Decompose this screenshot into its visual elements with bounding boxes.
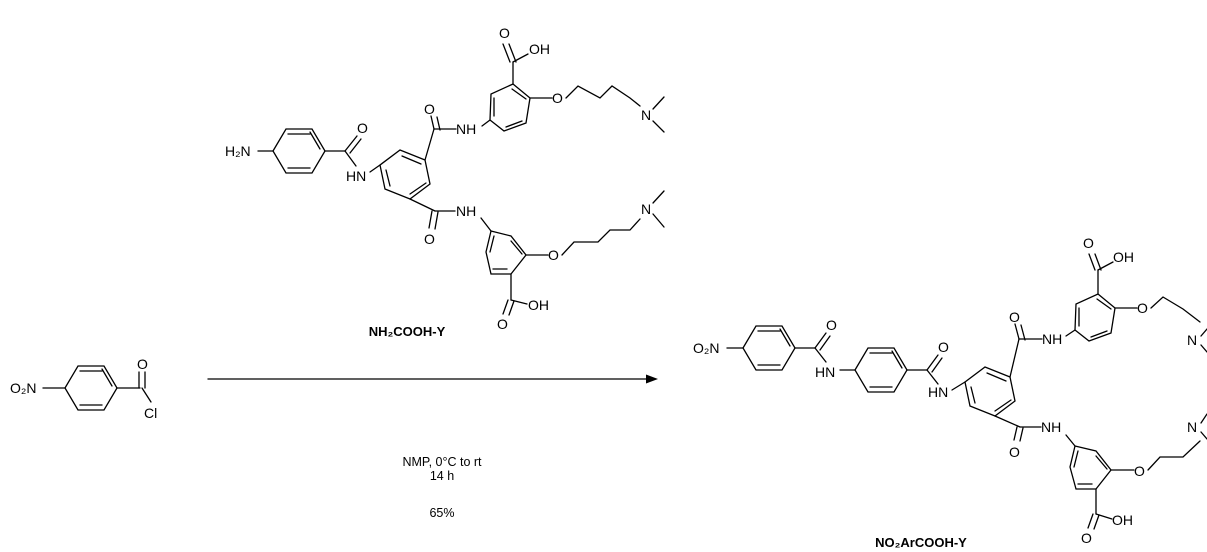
- reagent-structure-nh2cooh-y: H₂N O HN O NH O OH: [225, 25, 665, 332]
- atom-o-ether-p2: O: [1134, 463, 1145, 479]
- atom-o-amide1: O: [357, 120, 368, 136]
- atom-n-dimethyl2: N: [641, 201, 651, 217]
- atom-o2n-product: O₂N: [693, 340, 719, 356]
- atom-o-amide3: O: [424, 231, 435, 247]
- atom-oh-acid2: OH: [528, 297, 549, 313]
- conditions-solvent-temp: NMP, 0°C to rt: [402, 455, 482, 469]
- product-structure-no2arcooh-y: O₂N O HN O HN O NH: [693, 235, 1207, 546]
- atom-o-acid-p2: O: [1081, 530, 1092, 546]
- reagent-label: NH₂COOH-Y: [369, 324, 446, 339]
- product-label: NO₂ArCOOH-Y: [875, 535, 967, 550]
- atom-hn-amide-p2: HN: [928, 384, 948, 400]
- atom-nh-amide3: NH: [456, 203, 476, 219]
- atom-nh-amide2: NH: [456, 121, 476, 137]
- atom-o-amide2: O: [424, 101, 435, 117]
- conditions-yield: 65%: [429, 506, 454, 520]
- atom-o-amide-p4: O: [1009, 444, 1020, 460]
- nitrobenzoyl-chloride-structure: O₂N O Cl: [10, 356, 157, 421]
- atom-o-acid1: O: [499, 25, 510, 41]
- atom-o-amide-p2: O: [938, 339, 949, 355]
- reaction-arrow: [207, 374, 658, 384]
- atom-n-dimethyl1: N: [641, 107, 651, 123]
- atom-o2n-reagent: O₂N: [10, 380, 36, 396]
- atom-oh-acid1: OH: [529, 41, 550, 57]
- atom-cl: Cl: [144, 405, 157, 421]
- atom-o-amide-p1: O: [826, 317, 837, 333]
- conditions-time: 14 h: [430, 469, 454, 483]
- atom-o-ether1: O: [552, 90, 563, 106]
- atom-o-ether2: O: [548, 247, 559, 263]
- atom-nh-amide-p4: NH: [1041, 419, 1061, 435]
- atom-hn-amide-p1: HN: [815, 364, 835, 380]
- atom-o-acid2: O: [497, 316, 508, 332]
- atom-oh-acid-p1: OH: [1113, 249, 1134, 265]
- atom-oh-acid-p2: OH: [1112, 512, 1133, 528]
- atom-n-dimethyl-p1: N: [1187, 332, 1197, 348]
- atom-o-amide-p3: O: [1009, 309, 1020, 325]
- atom-o-acid-p1: O: [1083, 235, 1094, 251]
- atom-h2n: H₂N: [225, 143, 251, 159]
- atom-hn-amide1: HN: [346, 168, 366, 184]
- atom-o-ether-p1: O: [1137, 300, 1148, 316]
- atom-n-dimethyl-p2: N: [1187, 419, 1197, 435]
- atom-o-acyl: O: [137, 356, 148, 372]
- atom-nh-amide-p3: NH: [1042, 331, 1062, 347]
